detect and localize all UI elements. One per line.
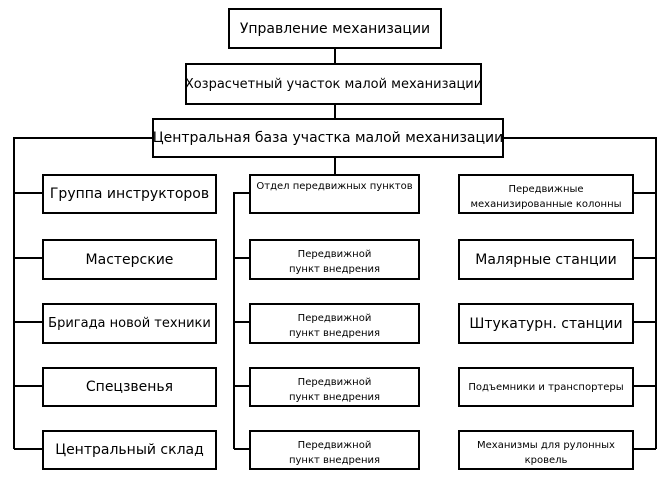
box-self-supporting-section: Хозрасчетный участок малой механизации [185,63,482,105]
box-central-base: Центральная база участка малой механизац… [152,118,504,158]
box-roofing-mechanisms: Механизмы для рулонных кровель [458,430,634,470]
box-special-units: Спецзвенья [42,367,217,407]
box-plastering-stations: Штукатурн. станции [458,303,634,344]
box-central-warehouse: Центральный склад [42,430,217,470]
box-mobile-points-dept: Отдел передвижных пунктов [249,174,420,214]
box-workshops: Мастерские [42,239,217,280]
box-mobile-point-4: Передвижной пункт внедрения [249,430,420,470]
box-instructor-group: Группа инструкторов [42,174,217,214]
box-mobile-point-2: Передвижной пункт внедрения [249,303,420,344]
box-management: Управление механизации [228,8,442,49]
box-mobile-point-3: Передвижной пункт внедрения [249,367,420,407]
box-new-equipment-team: Бригада новой техники [42,303,217,344]
box-painting-stations: Малярные станции [458,239,634,280]
connector-middle-bus [233,192,249,449]
box-mobile-point-1: Передвижной пункт внедрения [249,239,420,280]
box-mechanized-columns: Передвижные механизированные колонны [458,174,634,214]
connector-right-bus [503,137,657,449]
box-lifts-transporters: Подъемники и транспортеры [458,367,634,407]
connector-left-bus [13,137,152,449]
